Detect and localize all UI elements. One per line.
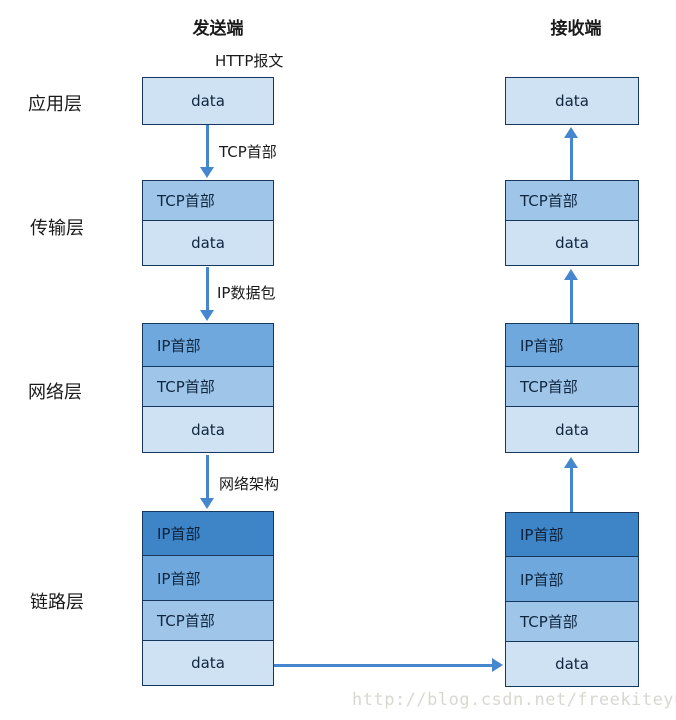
box-tcp-header: TCP首部: [142, 600, 274, 641]
arrow-down-icon: [200, 167, 214, 178]
box-data: data: [142, 77, 274, 125]
sender-network-stack: IP首部 TCP首部 data: [142, 323, 274, 453]
box-data: data: [142, 220, 274, 266]
arrow-down-icon: [200, 498, 214, 509]
arrow-right-icon: [492, 658, 503, 672]
receiver-link-stack: IP首部 IP首部 TCP首部 data: [505, 512, 639, 687]
box-data: data: [142, 640, 274, 686]
sender-column-title: 发送端: [192, 19, 244, 39]
arrow-shaft: [206, 455, 209, 499]
label-network-frame: 网络架构: [219, 475, 280, 493]
arrow-shaft: [570, 137, 573, 180]
layer-label-link: 链路层: [30, 592, 84, 613]
arrow-shaft: [570, 467, 573, 512]
box-ip-header: IP首部: [142, 555, 274, 601]
box-ip-header: IP首部: [505, 512, 639, 557]
receiver-network-stack: IP首部 TCP首部 data: [505, 323, 639, 453]
layer-label-application: 应用层: [28, 94, 82, 115]
box-tcp-header: TCP首部: [505, 366, 639, 407]
arrow-up-icon: [564, 269, 578, 280]
box-tcp-header: TCP首部: [505, 601, 639, 642]
layer-label-transport: 传输层: [30, 218, 84, 239]
layer-label-network: 网络层: [28, 382, 82, 403]
box-data: data: [505, 641, 639, 687]
box-tcp-header: TCP首部: [142, 366, 274, 407]
label-http-message: HTTP报文: [215, 52, 284, 70]
box-ip-header: IP首部: [505, 323, 639, 367]
box-ip-header: IP首部: [505, 556, 639, 602]
sender-link-stack: IP首部 IP首部 TCP首部 data: [142, 511, 274, 686]
box-data: data: [505, 406, 639, 453]
receiver-application-stack: data: [505, 77, 639, 125]
box-data: data: [505, 220, 639, 266]
arrow-shaft: [206, 267, 209, 311]
label-ip-packet: IP数据包: [217, 284, 276, 302]
box-ip-header: IP首部: [142, 511, 274, 556]
sender-application-stack: data: [142, 77, 274, 125]
arrow-shaft: [206, 125, 209, 168]
sender-transport-stack: TCP首部 data: [142, 180, 274, 266]
arrow-up-icon: [564, 457, 578, 468]
arrow-up-icon: [564, 127, 578, 138]
receiver-column-title: 接收端: [550, 19, 602, 39]
box-data: data: [142, 406, 274, 453]
label-tcp-header: TCP首部: [219, 143, 277, 161]
receiver-transport-stack: TCP首部 data: [505, 180, 639, 266]
arrow-shaft: [570, 279, 573, 323]
watermark-url: http://blog.csdn.net/freekiteyu: [352, 690, 676, 710]
box-data: data: [505, 77, 639, 125]
box-ip-header: IP首部: [142, 323, 274, 367]
box-tcp-header: TCP首部: [505, 180, 639, 221]
arrow-shaft: [274, 664, 493, 667]
box-tcp-header: TCP首部: [142, 180, 274, 221]
arrow-down-icon: [200, 310, 214, 321]
